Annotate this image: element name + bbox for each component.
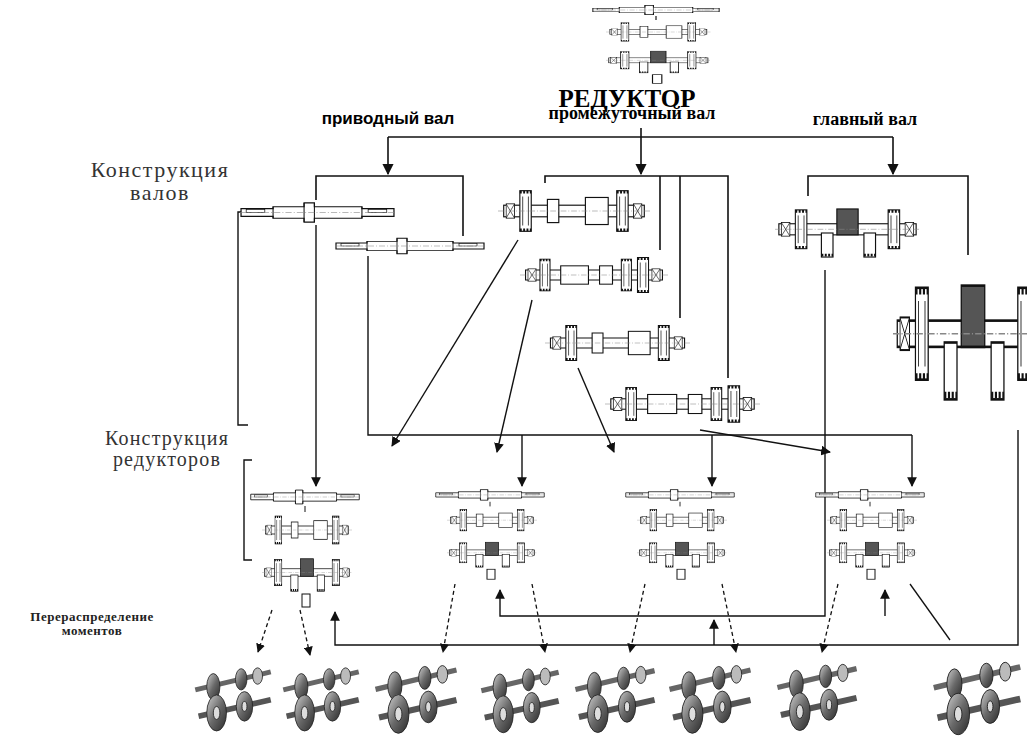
flow-lines-part	[640, 128, 642, 174]
flow-lines-part	[387, 137, 389, 174]
shaft-label: промежуточный вал	[549, 104, 716, 123]
section-label: Перераспределение моментов	[22, 610, 162, 637]
dashed-arrows-part	[822, 584, 838, 652]
reducer-drawings	[250, 490, 925, 607]
link-lines-part	[392, 240, 518, 446]
gear-3d-renders	[195, 662, 1020, 734]
gear-3d-renders-part	[575, 666, 654, 732]
link-lines-part	[315, 225, 316, 486]
link-lines-part	[521, 435, 522, 486]
reducer-drawings-part	[435, 490, 545, 580]
link-lines-part	[911, 435, 912, 486]
section-label-box: Перераспределение моментов	[22, 610, 162, 639]
dashed-arrows-part	[443, 584, 455, 652]
link-lines-part	[711, 435, 712, 486]
gear-3d-renders-part	[283, 668, 358, 731]
link-lines-part	[500, 270, 825, 616]
top-reducer-drawing-part	[592, 5, 720, 83]
flow-lines	[316, 128, 968, 378]
dashed-arrows-part	[722, 584, 736, 652]
brackets-part	[244, 460, 252, 560]
shaft-label-box: приводный вал	[268, 110, 508, 128]
dashed-arrows-part	[532, 584, 545, 652]
flow-lines-part	[659, 176, 661, 250]
gear-3d-renders-part	[670, 666, 751, 734]
shaft-drawings-part	[605, 386, 760, 422]
shaft-drawings-part	[893, 286, 1027, 400]
shaft-drawings-part	[498, 191, 650, 232]
reducer-drawings-part	[815, 490, 925, 580]
shaft-drawings	[240, 191, 1027, 422]
link-lines	[316, 225, 1018, 645]
shaft-drawings-part	[335, 238, 485, 253]
reducer-drawings-part	[250, 490, 360, 607]
gear-3d-renders-part	[934, 662, 1020, 734]
link-lines-part	[713, 620, 714, 645]
reducer-drawings-part	[625, 490, 735, 580]
link-lines-part	[700, 430, 830, 452]
flow-lines-part	[316, 176, 463, 236]
dashed-arrows	[258, 584, 950, 655]
dashed-arrows-part	[258, 610, 272, 652]
link-lines-part	[884, 590, 885, 616]
section-label: Конструкция валов	[70, 158, 250, 204]
shaft-label: приводный вал	[322, 110, 455, 128]
flow-lines-part	[679, 176, 681, 318]
shaft-label: главный вал	[813, 110, 917, 129]
shaft-drawings-part	[520, 258, 668, 293]
top-reducer-drawing	[592, 5, 720, 83]
section-label-box: Конструкция редукторов	[96, 428, 238, 470]
flow-lines-part	[892, 137, 894, 174]
gear-3d-renders-part	[376, 666, 457, 734]
shaft-label-box: промежуточный вал	[512, 104, 752, 123]
shaft-drawings-part	[240, 203, 395, 222]
shaft-drawings-part	[775, 209, 920, 257]
dashed-arrows-part	[300, 610, 310, 655]
brackets	[238, 212, 252, 560]
link-lines-part	[368, 256, 912, 435]
link-lines-part	[578, 368, 614, 452]
gear-3d-renders-part	[481, 668, 558, 733]
shaft-drawings-part	[545, 326, 690, 361]
link-lines-part	[497, 300, 532, 452]
dashed-arrows-part	[910, 584, 950, 640]
gear-3d-renders-part	[195, 668, 270, 731]
link-lines-part	[335, 430, 1018, 645]
brackets-part	[238, 212, 248, 425]
section-label-box: Конструкция валов	[70, 158, 250, 204]
shaft-label-box: главный вал	[745, 110, 985, 129]
dashed-arrows-part	[630, 584, 645, 652]
gear-3d-renders-part	[777, 664, 856, 730]
section-label: Конструкция редукторов	[96, 428, 238, 470]
